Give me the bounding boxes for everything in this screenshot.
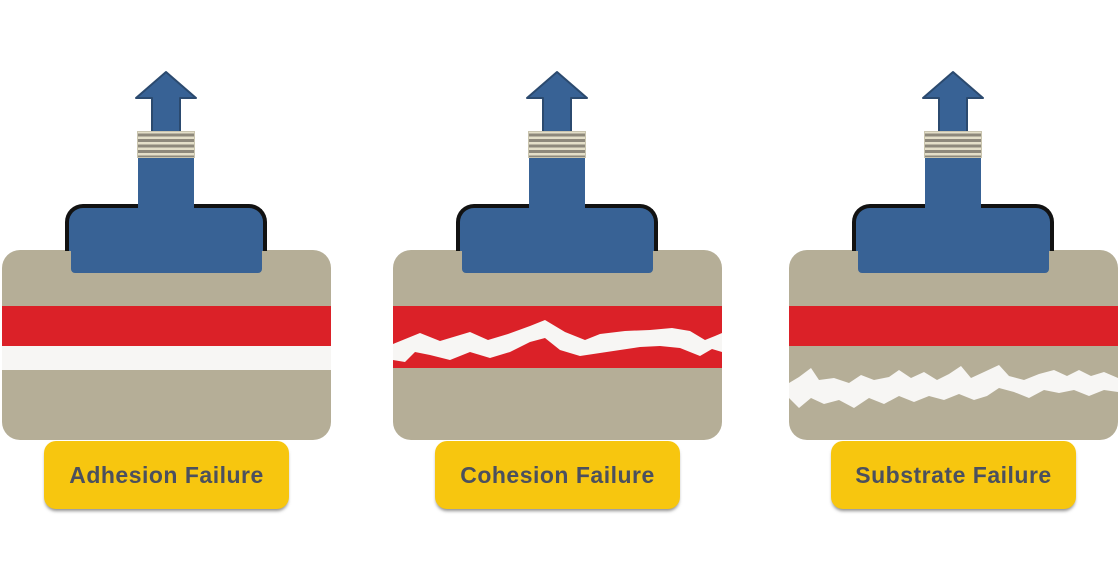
label-text-cohesion: Cohesion Failure bbox=[460, 461, 655, 488]
test-dolly-base bbox=[858, 249, 1049, 273]
threaded-bolt bbox=[528, 131, 586, 158]
up-arrow-icon bbox=[135, 71, 197, 132]
label-text-adhesion: Adhesion Failure bbox=[69, 461, 264, 488]
substrate-block bbox=[2, 250, 331, 440]
coating-layer bbox=[789, 306, 1118, 346]
adhesion-failure-gap bbox=[2, 346, 331, 370]
coating-layer bbox=[2, 306, 331, 346]
panel-cohesion-failure: Cohesion Failure bbox=[393, 0, 722, 583]
bolt-shaft bbox=[138, 157, 194, 213]
up-arrow-icon bbox=[526, 71, 588, 132]
substrate-block bbox=[393, 250, 722, 440]
label-badge-substrate: Substrate Failure bbox=[831, 441, 1076, 509]
substrate-failure-crack bbox=[789, 365, 1118, 408]
panel-substrate-failure: Substrate Failure bbox=[789, 0, 1118, 583]
substrate-block bbox=[789, 250, 1118, 440]
threaded-bolt bbox=[137, 131, 195, 158]
test-dolly-base bbox=[462, 249, 653, 273]
threaded-bolt bbox=[924, 131, 982, 158]
cohesion-failure-crack bbox=[393, 320, 722, 362]
test-dolly-base bbox=[71, 249, 262, 273]
label-badge-adhesion: Adhesion Failure bbox=[44, 441, 289, 509]
bolt-shaft bbox=[529, 157, 585, 213]
bolt-shaft bbox=[925, 157, 981, 213]
label-text-substrate: Substrate Failure bbox=[855, 461, 1052, 488]
label-badge-cohesion: Cohesion Failure bbox=[435, 441, 680, 509]
panel-adhesion-failure: Adhesion Failure bbox=[2, 0, 331, 583]
up-arrow-icon bbox=[922, 71, 984, 132]
